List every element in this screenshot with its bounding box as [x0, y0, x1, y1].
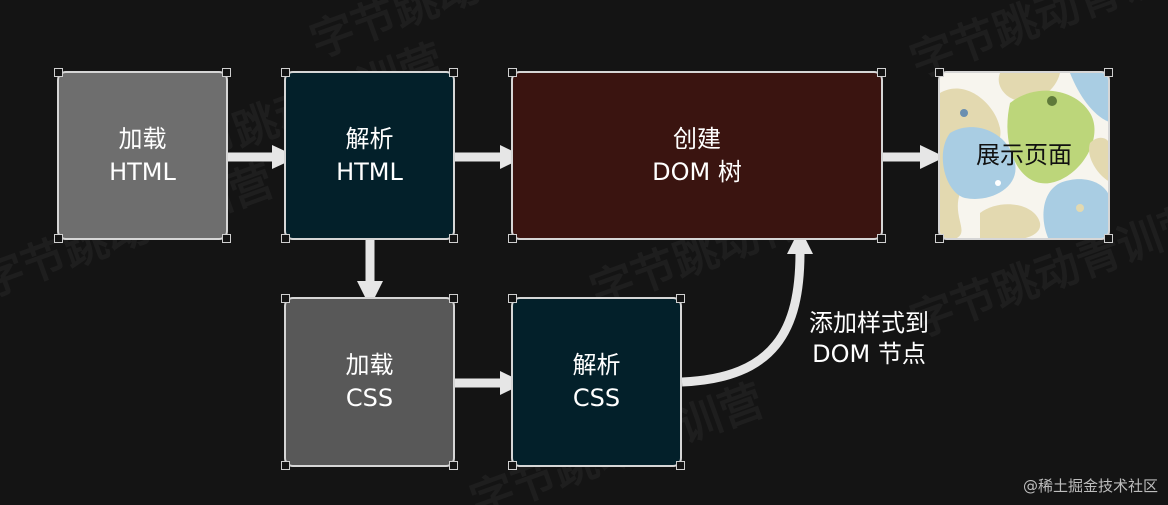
node-load-html: 加载 HTML: [57, 71, 228, 240]
node-load-css: 加载 CSS: [284, 297, 455, 467]
corner-handle: [676, 294, 685, 303]
corner-handle: [449, 234, 458, 243]
node-create-dom-line1: 创建: [673, 124, 721, 153]
node-parse-html: 解析 HTML: [284, 71, 455, 240]
corner-handle: [508, 294, 517, 303]
corner-handle: [54, 234, 63, 243]
corner-handle: [281, 68, 290, 77]
corner-handle: [1104, 234, 1113, 243]
node-parse-css: 解析 CSS: [511, 297, 682, 467]
node-parse-html-line2: HTML: [336, 157, 403, 186]
corner-handle: [508, 234, 517, 243]
corner-handle: [449, 294, 458, 303]
node-parse-css-line2: CSS: [572, 384, 621, 412]
corner-handle: [281, 234, 290, 243]
edge-label-style-to-dom: 添加样式到 DOM 节点: [790, 308, 948, 370]
footer-credit: @稀土掘金技术社区: [1022, 477, 1158, 495]
corner-handle: [935, 68, 944, 77]
node-parse-css-line1: 解析: [572, 351, 621, 379]
abstract-pattern-image: [940, 73, 1108, 238]
edge-label-line1: 添加样式到: [809, 309, 929, 337]
node-create-dom: 创建 DOM 树: [511, 71, 883, 240]
node-display-page: 展示页面: [938, 71, 1110, 240]
corner-handle: [449, 68, 458, 77]
node-load-html-line1: 加载: [118, 124, 167, 153]
node-load-css-line1: 加载: [345, 351, 394, 379]
node-load-css-line2: CSS: [345, 384, 394, 412]
corner-handle: [222, 234, 231, 243]
corner-handle: [508, 461, 517, 470]
arrow-parse-css-to-dom: [681, 251, 805, 387]
corner-handle: [935, 234, 944, 243]
corner-handle: [877, 68, 886, 77]
corner-handle: [508, 68, 517, 77]
node-parse-html-line1: 解析: [345, 124, 394, 153]
corner-handle: [54, 68, 63, 77]
node-load-html-line2: HTML: [109, 157, 176, 186]
corner-handle: [281, 294, 290, 303]
corner-handle: [449, 461, 458, 470]
corner-handle: [281, 461, 290, 470]
node-display-page-label: 展示页面: [976, 141, 1072, 169]
corner-handle: [676, 461, 685, 470]
corner-handle: [222, 68, 231, 77]
corner-handle: [877, 234, 886, 243]
edge-label-line2: DOM 节点: [812, 340, 926, 368]
node-create-dom-line2: DOM 树: [652, 157, 742, 186]
corner-handle: [1104, 68, 1113, 77]
